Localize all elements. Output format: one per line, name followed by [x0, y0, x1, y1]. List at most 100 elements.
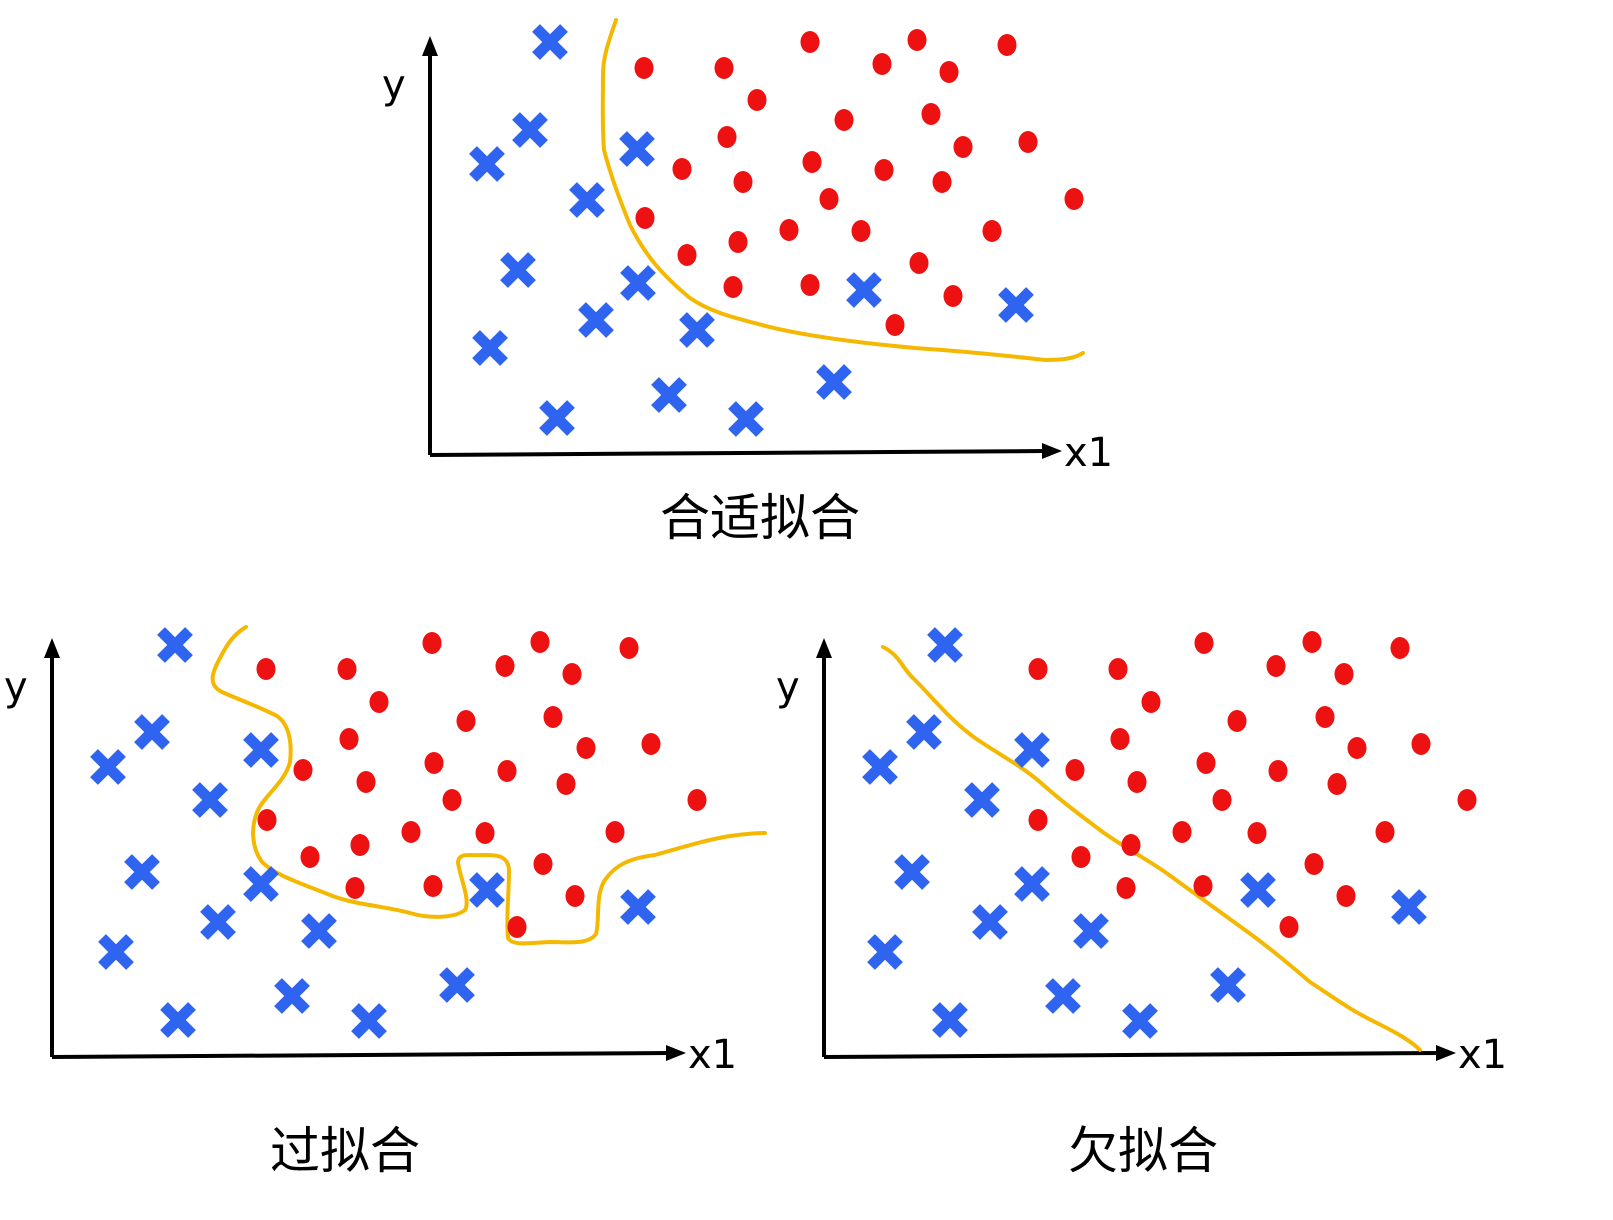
dot-marker — [565, 885, 585, 907]
dot-marker — [1327, 773, 1347, 795]
dot-marker — [1375, 821, 1395, 843]
dot-marker — [932, 171, 952, 193]
cross-marker-icon — [500, 252, 536, 288]
dot-marker — [943, 285, 963, 307]
cross-marker-icon — [472, 330, 508, 366]
dot-marker — [530, 631, 550, 653]
dot-marker — [257, 809, 277, 831]
dot-marker — [1336, 885, 1356, 907]
dot-marker — [442, 789, 462, 811]
dot-marker — [1194, 632, 1214, 654]
cross-marker-icon — [1210, 967, 1246, 1003]
class-a-points — [90, 627, 656, 1039]
cross-marker-icon — [274, 978, 310, 1014]
cross-marker-icon — [160, 1002, 196, 1038]
dot-marker — [300, 846, 320, 868]
good-fit-axes: y x1 — [382, 36, 1113, 476]
cross-marker-icon — [469, 146, 505, 182]
decision-boundary — [210, 625, 767, 946]
class-b-points — [1028, 631, 1477, 938]
x-axis-arrow-icon — [1436, 1045, 1456, 1061]
dot-marker — [1141, 691, 1161, 713]
x-axis-arrow-icon — [1042, 443, 1062, 459]
cross-marker-icon — [192, 782, 228, 818]
cross-marker-icon — [532, 24, 568, 60]
dot-marker — [456, 710, 476, 732]
under-fit-axes: y x1 — [776, 638, 1507, 1078]
dot-marker — [672, 158, 692, 180]
cross-marker-icon — [1073, 913, 1109, 949]
y-axis-arrow-icon — [422, 36, 438, 56]
cross-marker-icon — [998, 287, 1034, 323]
cross-marker-icon — [1045, 978, 1081, 1014]
dot-marker — [475, 822, 495, 844]
cross-marker-icon — [906, 714, 942, 750]
dot-marker — [562, 663, 582, 685]
cross-marker-icon — [134, 714, 170, 750]
dot-marker — [1018, 131, 1038, 153]
dot-marker — [1071, 846, 1091, 868]
dot-marker — [337, 658, 357, 680]
decision-boundary — [600, 18, 1085, 363]
dot-marker — [293, 759, 313, 781]
cross-marker-icon — [469, 872, 505, 908]
under-fit-panel: y x1 欠拟合 — [776, 627, 1507, 1180]
class-a-points — [469, 24, 1034, 437]
cross-marker-icon — [964, 782, 1000, 818]
dot-marker — [533, 853, 553, 875]
y-axis-arrow-icon — [816, 638, 832, 658]
cross-marker-icon — [972, 904, 1008, 940]
dot-marker — [497, 760, 517, 782]
class-a-points — [862, 627, 1427, 1039]
cross-marker-icon — [728, 401, 764, 437]
dot-marker — [677, 244, 697, 266]
panel-caption: 合适拟合 — [660, 489, 860, 547]
cross-marker-icon — [1391, 889, 1427, 925]
cross-marker-icon — [578, 302, 614, 338]
dot-marker — [1064, 188, 1084, 210]
cross-marker-icon — [512, 112, 548, 148]
dot-marker — [921, 103, 941, 125]
dot-marker — [422, 632, 442, 654]
x-axis — [51, 1051, 671, 1059]
dot-marker — [495, 655, 515, 677]
cross-marker-icon — [439, 967, 475, 1003]
dot-marker — [1065, 759, 1085, 781]
dot-marker — [939, 61, 959, 83]
dot-marker — [953, 136, 973, 158]
dot-marker — [369, 691, 389, 713]
dot-marker — [1390, 637, 1410, 659]
cross-marker-icon — [620, 265, 656, 301]
dot-marker — [256, 658, 276, 680]
class-b-points — [256, 631, 707, 938]
dot-marker — [634, 57, 654, 79]
dot-marker — [723, 276, 743, 298]
dot-marker — [728, 231, 748, 253]
over-fit-axes: y x1 — [4, 638, 737, 1078]
dot-marker — [543, 706, 563, 728]
x-axis-label: x1 — [1458, 1032, 1507, 1078]
dot-marker — [1212, 789, 1232, 811]
dot-marker — [1028, 809, 1048, 831]
good-fit-panel: y x1 合适拟合 — [382, 18, 1113, 547]
dot-marker — [1196, 752, 1216, 774]
dot-marker — [350, 834, 370, 856]
panel-caption: 欠拟合 — [1068, 1122, 1218, 1180]
dot-marker — [619, 637, 639, 659]
dot-marker — [1266, 655, 1286, 677]
dot-marker — [802, 151, 822, 173]
x-axis-arrow-icon — [666, 1045, 686, 1061]
cross-marker-icon — [1014, 732, 1050, 768]
dot-marker — [1193, 875, 1213, 897]
dot-marker — [356, 771, 376, 793]
cross-marker-icon — [1014, 866, 1050, 902]
y-axis-arrow-icon — [44, 638, 60, 658]
dot-marker — [800, 31, 820, 53]
dot-marker — [819, 188, 839, 210]
cross-marker-icon — [894, 854, 930, 890]
cross-marker-icon — [867, 934, 903, 970]
dot-marker — [1457, 789, 1477, 811]
cross-marker-icon — [351, 1003, 387, 1039]
dot-marker — [834, 109, 854, 131]
